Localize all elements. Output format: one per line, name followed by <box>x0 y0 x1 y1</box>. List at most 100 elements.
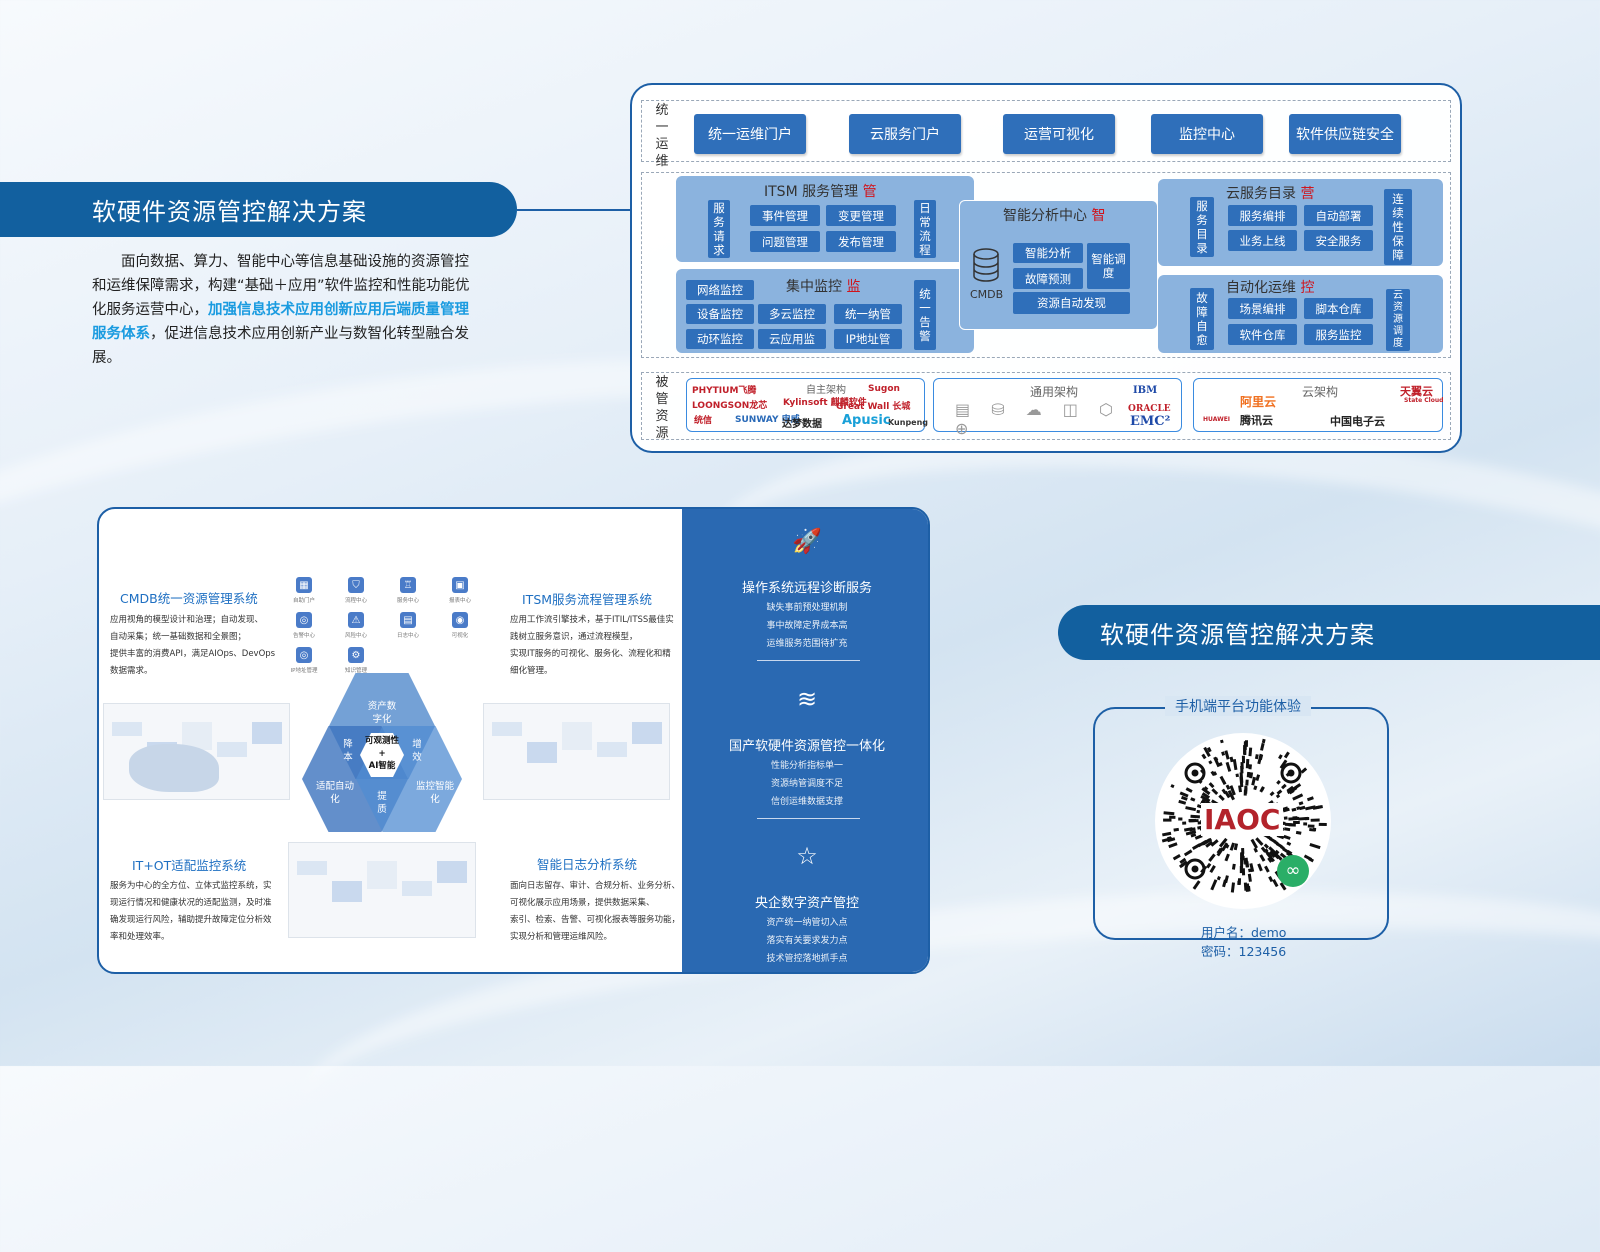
services-column: 🚀操作系统远程诊断服务缺失事前预处理机制事中故障定界成本高运维服务范围待扩充≋国… <box>682 509 928 972</box>
analysis-item[interactable]: 智能调度 <box>1087 243 1130 289</box>
monitor-item[interactable]: 网络监控 <box>686 280 754 300</box>
hex-label-b: 增效 <box>412 739 422 763</box>
general-arch-box <box>933 378 1182 432</box>
itsm-item[interactable]: 问题管理 <box>750 231 820 252</box>
portal-button[interactable]: 云服务门户 <box>849 114 961 154</box>
analysis-item[interactable]: 故障预测 <box>1013 268 1083 289</box>
module-label: 告警中心 <box>292 633 315 639</box>
module-icon[interactable]: ▤ <box>400 612 416 628</box>
self-arch-logo: Kylinsoft 麒麟软件 <box>783 398 867 408</box>
rocket-icon: 🚀 <box>792 527 822 555</box>
cloud-arch-logo: State Cloud <box>1404 397 1444 404</box>
module-icon[interactable]: ⚙ <box>348 647 364 663</box>
self-arch-logo: SUNWAY 申威 <box>735 415 800 425</box>
automation-item[interactable]: 服务监控 <box>1304 324 1373 345</box>
self-arch-logo: Great Wall 长城 <box>836 402 911 412</box>
general-arch-logo: EMC² <box>1130 414 1171 429</box>
row1-frame <box>641 100 1451 162</box>
right-title: 软硬件资源管控解决方案 <box>1100 621 1375 649</box>
analysis-item[interactable]: 资源自动发现 <box>1013 292 1130 314</box>
module-icon[interactable]: ♖ <box>400 577 416 593</box>
module-icon[interactable]: ⚠ <box>348 612 364 628</box>
china-map <box>129 744 219 792</box>
database-icon <box>972 248 1000 282</box>
service-title: 央企数字资产管控 <box>754 896 859 911</box>
module-label: 服务中心 <box>396 598 419 604</box>
catalog-item[interactable]: 安全服务 <box>1304 230 1373 251</box>
module-icon[interactable]: ⛉ <box>348 577 364 593</box>
itsm-item[interactable]: 发布管理 <box>826 231 896 252</box>
service-divider <box>757 660 860 661</box>
module-icon[interactable]: ◎ <box>296 647 312 663</box>
module-icon[interactable]: ▣ <box>452 577 468 593</box>
portal-button[interactable]: 软件供应链安全 <box>1289 114 1401 154</box>
monitor-item[interactable]: 设备监控 <box>686 304 754 324</box>
itsm-item[interactable]: 事件管理 <box>750 205 820 226</box>
service-line: 资产统一纳管切入点 <box>766 918 848 928</box>
portal-button[interactable]: 运营可视化 <box>1003 114 1115 154</box>
service-line: 落实有关要求发力点 <box>766 936 848 946</box>
cloud-arch-logo: HUAWEI <box>1203 416 1231 423</box>
hex-label-left: 适配自动化 <box>315 781 354 805</box>
cmdb-system-desc: 应用视角的模型设计和治理；自动发现、自动采集；统一基础数据和全景图；提供丰富的消… <box>110 612 275 680</box>
catalog-item[interactable]: 服务编排 <box>1228 205 1297 226</box>
self-arch-logo: LOONGSON龙芯 <box>692 401 768 411</box>
general-arch-logo: ORACLE <box>1128 404 1171 414</box>
itot-desc-line: 确发现运行风险，辅助提升故障定位分析效 <box>110 915 272 925</box>
catalog-item[interactable]: 业务上线 <box>1228 230 1297 251</box>
automation-left: 故障自愈 <box>1190 288 1214 350</box>
monitor-item[interactable]: 云应用监 <box>758 329 826 349</box>
username: 用户名：demo <box>1201 925 1287 940</box>
module-icon[interactable]: ◎ <box>296 612 312 628</box>
systems-card: 🚀操作系统远程诊断服务缺失事前预处理机制事中故障定界成本高运维服务范围待扩充≋国… <box>97 507 930 974</box>
module-label: 知识管理 <box>344 668 367 674</box>
layers-icon: ≋ <box>796 685 818 713</box>
itot-system-title: IT+OT适配监控系统 <box>132 858 247 873</box>
cloud-arch-logo: 腾讯云 <box>1240 414 1273 427</box>
monitor-item[interactable]: 统一纳管 <box>834 304 902 324</box>
automation-item[interactable]: 场景编排 <box>1228 298 1297 319</box>
self-arch-box <box>686 378 925 432</box>
general-arch-logo: IBM <box>1133 385 1158 396</box>
itot-desc-line: 率和处理效率。 <box>110 932 170 942</box>
analysis-item[interactable]: 智能分析 <box>1013 243 1083 263</box>
monitor-title: 集中监控 监 <box>786 279 861 295</box>
self-arch-title: 自主架构 <box>806 385 846 396</box>
monitor-item[interactable]: IP地址管 <box>834 329 902 349</box>
automation-item[interactable]: 软件仓库 <box>1228 324 1297 345</box>
resources-frame <box>641 372 1451 440</box>
catalog-right: 连续性保障 <box>1384 189 1412 265</box>
log-system-desc: 面向日志留存、审计、合规分析、业务分析、可视化展示应用场景，提供数据采集、索引、… <box>510 878 681 946</box>
module-label: 可视化 <box>451 633 469 639</box>
self-arch-logo: Sugon <box>868 384 900 394</box>
portal-button[interactable]: 监控中心 <box>1151 114 1263 154</box>
itsm-item[interactable]: 变更管理 <box>826 205 896 226</box>
log-desc-line: 索引、检索、告警、可视化报表等服务功能， <box>510 915 681 925</box>
intro-paragraph: 面向数据、算力、智能中心等信息基础设施的资源管控和运维保障需求，构建“基础＋应用… <box>92 254 470 366</box>
middle-frame <box>641 172 1451 358</box>
itsm-desc-line: 细化管理。 <box>510 666 553 676</box>
cloud-arch-box <box>1193 378 1443 432</box>
log-desc-line: 实现分析和管理运维风险。 <box>510 932 613 942</box>
infrastructure-icons: ▤ ⛁ ☁ ◫ ⬡ ⊕ <box>955 400 1121 438</box>
password: 密码：123456 <box>1201 944 1287 959</box>
itsm-system-desc: 应用工作流引擎技术，基于ITIL/ITSS最佳实践树立服务意识，通过流程模型，实… <box>510 612 675 680</box>
service-line: 资源纳管调度不足 <box>770 779 843 789</box>
cmdb-desc-line: 提供丰富的消费API，满足AIOps、DevOps <box>110 649 276 659</box>
catalog-item[interactable]: 自动部署 <box>1304 205 1373 226</box>
itsm-system-title: ITSM服务流程管理系统 <box>522 592 653 607</box>
qr-code[interactable]: IAOC ∞ <box>1155 733 1331 909</box>
hex-center-label: AI智能 <box>368 761 396 771</box>
portal-button[interactable]: 统一运维门户 <box>694 114 806 154</box>
monitor-item[interactable]: 动环监控 <box>686 329 754 349</box>
resources-label: 被管资源 <box>655 375 669 441</box>
cmdb-label: CMDB <box>970 288 1004 301</box>
module-icon[interactable]: ▦ <box>296 577 312 593</box>
automation-item[interactable]: 脚本仓库 <box>1304 298 1373 319</box>
monitor-item[interactable]: 多云监控 <box>758 304 826 324</box>
itsm-desc-line: 践树立服务意识，通过流程模型， <box>510 632 638 642</box>
log-desc-line: 面向日志留存、审计、合规分析、业务分析、 <box>510 881 681 891</box>
dashboard-screenshot <box>288 842 476 938</box>
service-line: 事中故障定界成本高 <box>766 621 848 631</box>
module-icon[interactable]: ◉ <box>452 612 468 628</box>
